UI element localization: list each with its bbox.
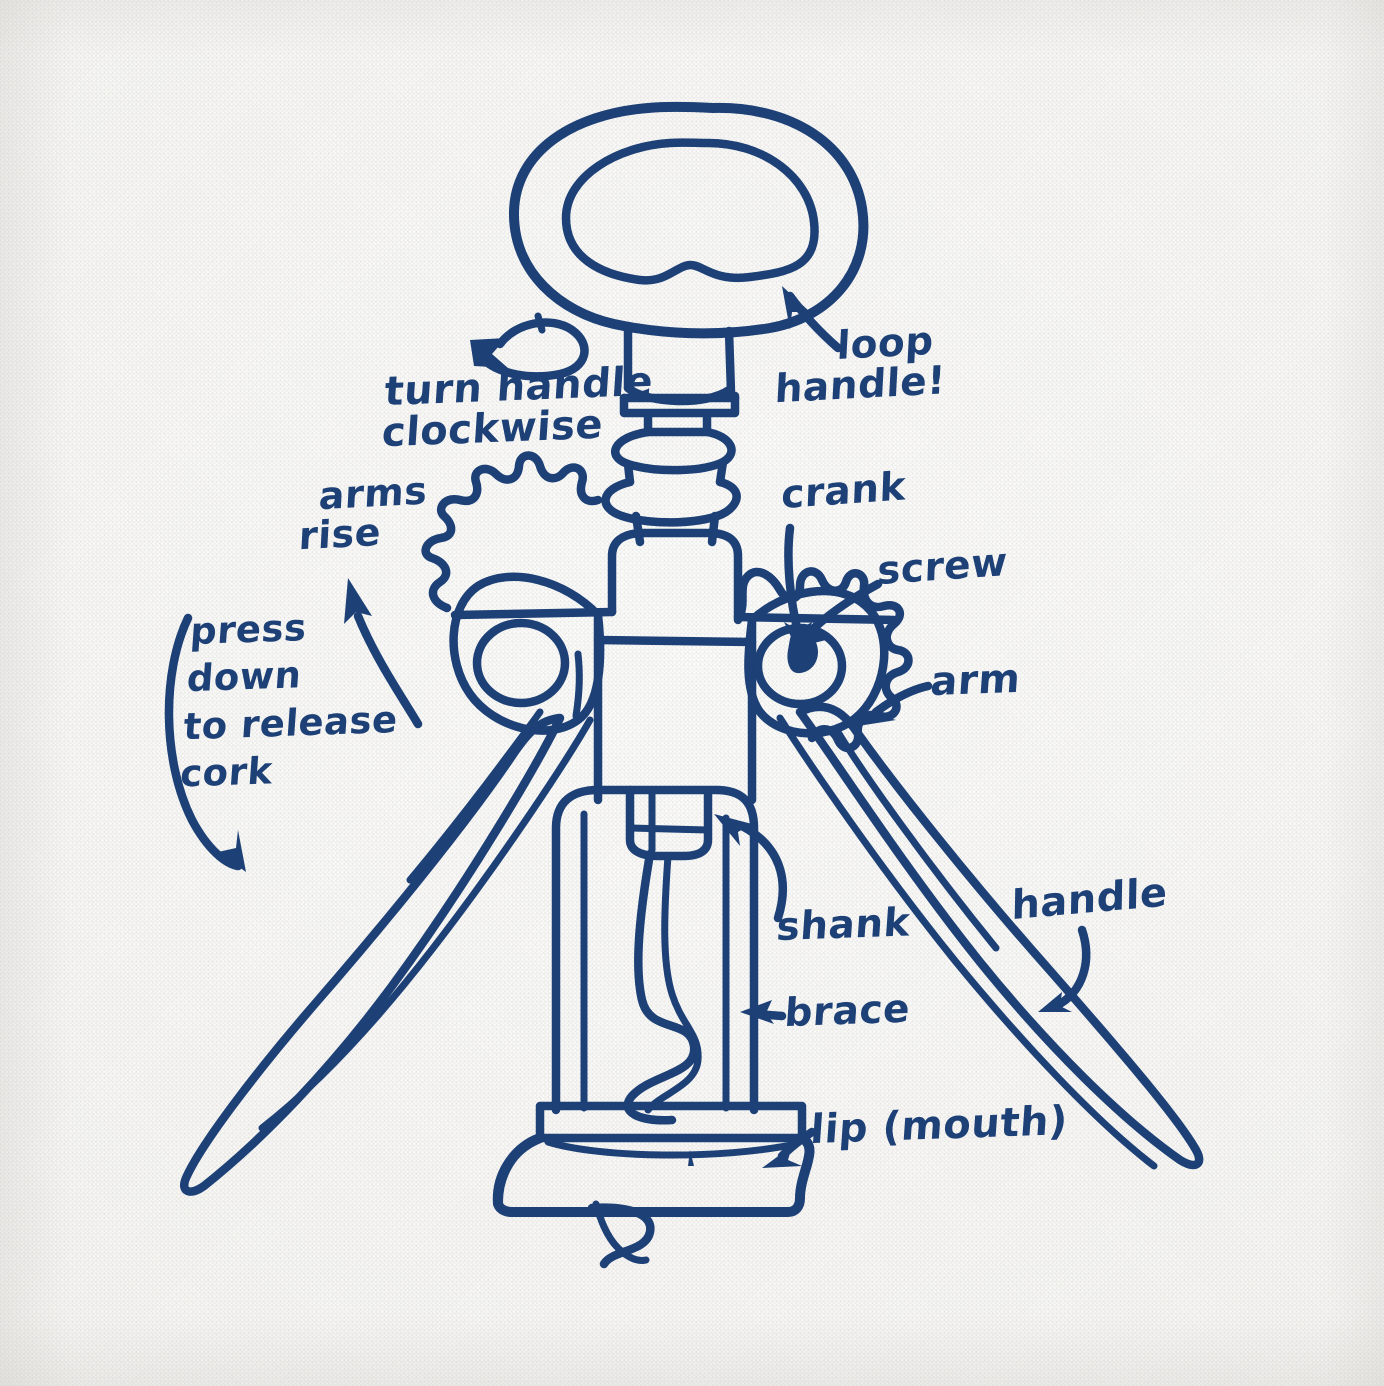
loop-handle-pointer-icon: [782, 286, 843, 353]
lip-pointer-icon: [762, 1127, 817, 1168]
left-arm-wing: [180, 650, 594, 1196]
label-loop-handle: loop handle!: [773, 318, 947, 413]
shank-pointer-icon: [714, 814, 788, 923]
shank-and-frame: [551, 785, 759, 1115]
brace-pointer-icon: [740, 1000, 787, 1024]
handle-pointer-icon: [1038, 925, 1091, 1012]
left-pinion-gear: [421, 451, 605, 735]
right-arm-wing: [776, 702, 1204, 1170]
label-press-down-to-release-cork: press down to release cork: [178, 605, 400, 796]
label-shank: shank: [775, 900, 912, 951]
label-brace: brace: [783, 986, 912, 1037]
label-arms-rise: arms rise: [297, 468, 429, 559]
arm-pointer-icon: [858, 681, 933, 726]
screw-pointer-icon: [794, 579, 883, 648]
curved-rotation-arrow-icon: [470, 312, 589, 381]
label-lip-mouth: lip (mouth): [808, 1098, 1070, 1154]
crank-pointer-icon: [784, 523, 812, 660]
screw-worm-helix: [587, 849, 702, 1269]
arms-rise-arrow-icon: [344, 578, 423, 729]
label-crank: crank: [780, 464, 907, 519]
label-arm: arm: [928, 655, 1023, 706]
press-down-arrow-icon: [164, 613, 246, 872]
label-screw: screw: [876, 539, 1009, 595]
label-turn-handle-clockwise: turn handle clockwise: [380, 358, 655, 457]
loop-handle-shape: [508, 101, 869, 418]
